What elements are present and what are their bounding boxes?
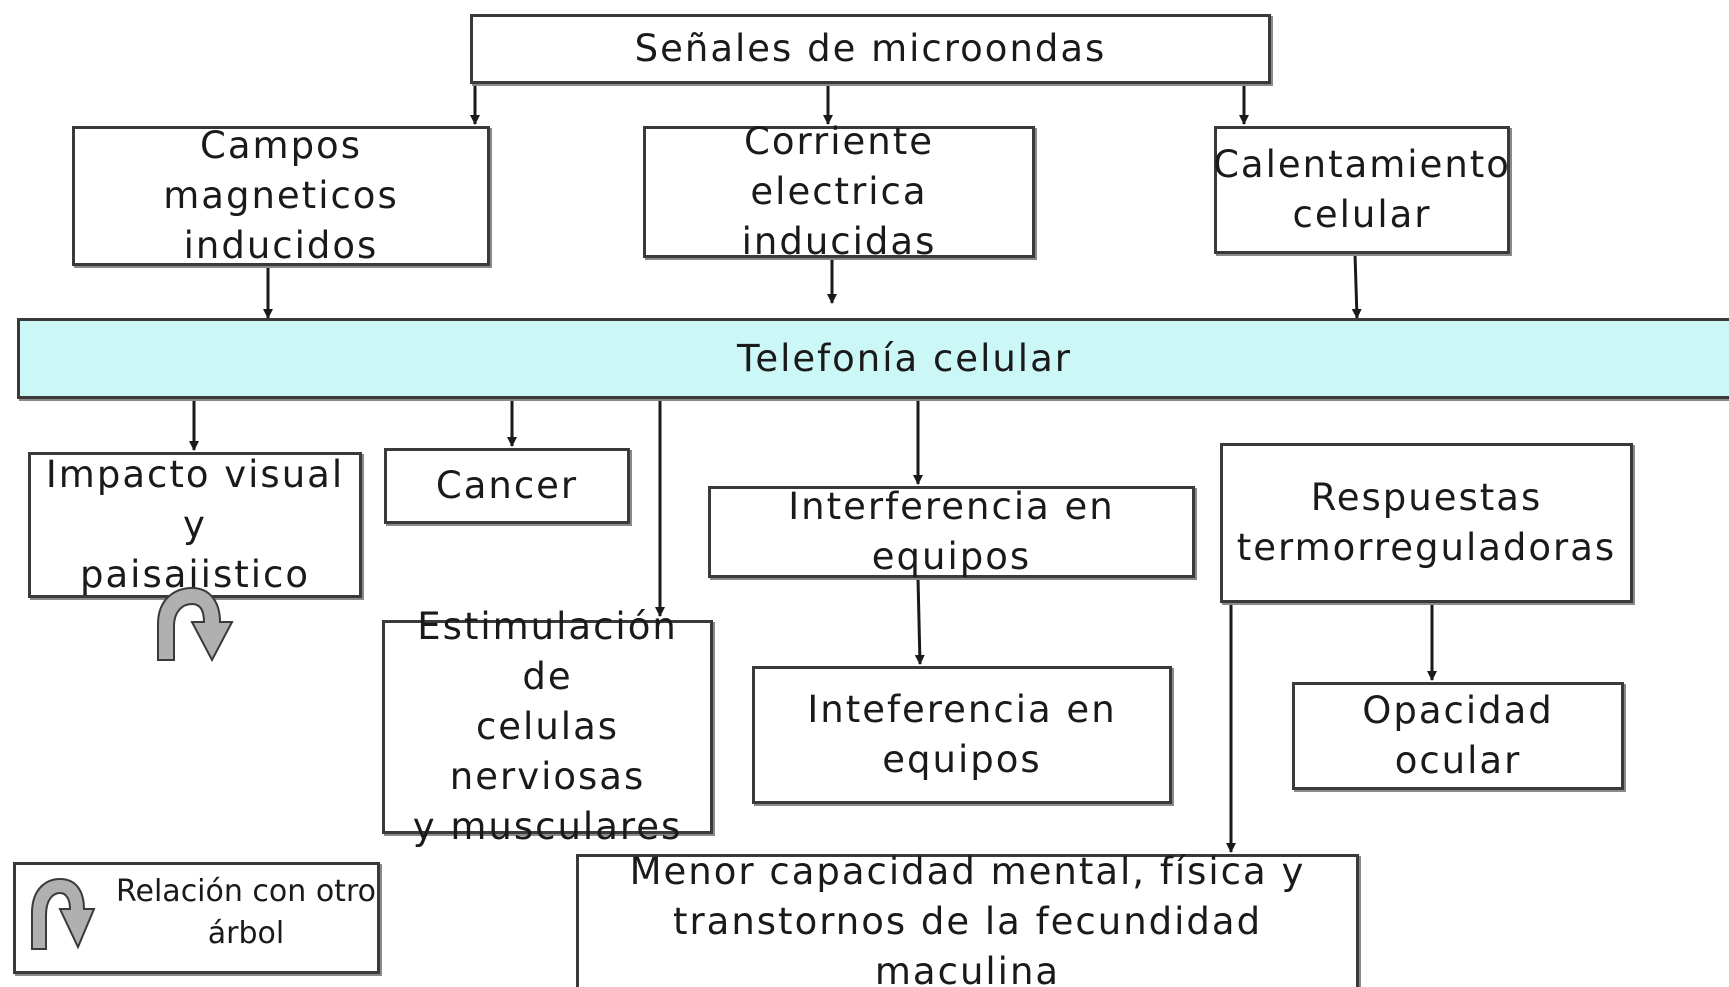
node-senales-microondas: Señales de microondas	[470, 14, 1271, 84]
node-campos-magneticos: Campos magneticos inducidos	[72, 124, 490, 267]
node-impacto-visual: Impacto visual y paisajistico	[28, 452, 362, 598]
curved-arrow-icon	[157, 586, 234, 663]
legend-box: Relación con otro árbol	[13, 862, 380, 974]
node-respuestas-termorreguladoras: Respuestas termorreguladoras	[1220, 443, 1633, 603]
node-interferencia-equipos: Interferencia en equipos	[708, 485, 1195, 578]
arrow-calentamiento-telefonia	[1351, 253, 1362, 319]
node-menor-capacidad: Menor capacidad mental, física y transto…	[576, 850, 1359, 987]
legend-label: Relación con otro árbol	[116, 874, 376, 951]
node-estimulacion: Estimulación de celulas nerviosas y musc…	[382, 605, 713, 848]
node-calentamiento-celular: Calentamiento celular	[1213, 126, 1510, 254]
node-inteferencia-equipos-2: Inteferencia en equipos	[752, 666, 1172, 804]
node-cancer: Cancer	[384, 448, 630, 524]
node-corriente-electrica: Corriente electrica inducidas	[643, 120, 1035, 263]
curved-arrow-icon	[31, 877, 96, 950]
arrow-interferencia-inteferencia2	[914, 577, 925, 665]
node-telefonia-celular: Telefonía celular	[17, 318, 1729, 399]
node-opacidad-ocular: Opacidad ocular	[1292, 682, 1624, 790]
